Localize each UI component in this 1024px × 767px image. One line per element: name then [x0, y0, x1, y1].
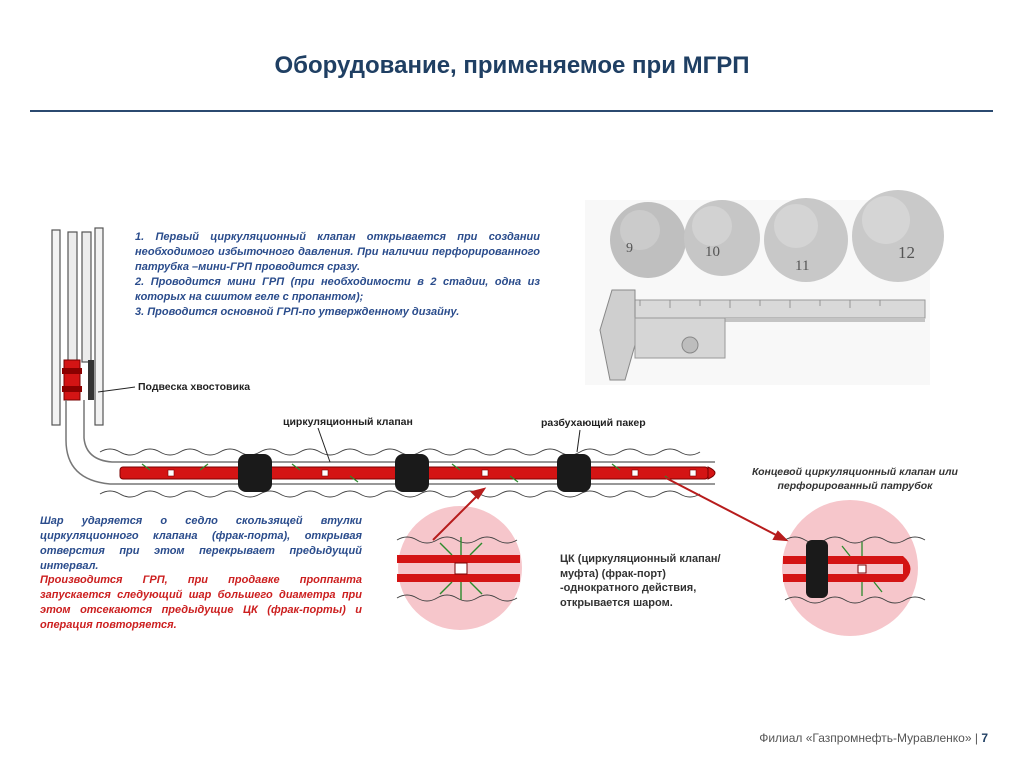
procedure-steps: 1. Первый циркуляционный клапан открывае… [135, 230, 540, 320]
ball-number-9: 9 [626, 241, 633, 256]
page-number: 7 [981, 731, 988, 745]
formation-lower [100, 491, 700, 497]
footer-company: Филиал «Газпромнефть-Муравленко» | [759, 731, 978, 745]
label-end-valve: Концевой циркуляционный клапан или перфо… [745, 465, 965, 493]
formation-upper [100, 449, 700, 455]
label-liner-hanger: Подвеска хвостовика [138, 381, 250, 393]
ball-number-11: 11 [795, 258, 809, 274]
footer: Филиал «Газпромнефть-Муравленко» | 7 [759, 731, 988, 745]
ck-description: ЦК (циркуляционный клапан/муфта) (фрак-п… [560, 552, 730, 610]
zoom-circle-end-valve [782, 500, 925, 636]
step-item: 1. Первый циркуляционный клапан открывае… [135, 230, 540, 275]
ball-number-10: 10 [705, 244, 720, 260]
zoom-circle-frac-port [395, 506, 522, 630]
liner-hanger [62, 360, 94, 400]
label-circulation-valve: циркуляционный клапан [283, 416, 413, 428]
frac-repeat-description: Производится ГРП, при продавке проппанта… [40, 573, 362, 633]
label-swell-packer: разбухающий пакер [541, 417, 646, 429]
ball-seat-description: Шар ударяется о седло скользящей втулки … [40, 514, 362, 574]
step-item: 3. Проводится основной ГРП-по утвержденн… [135, 305, 540, 320]
ball-number-12: 12 [898, 243, 915, 262]
step-item: 2. Проводится мини ГРП (при необходимост… [135, 275, 540, 305]
balls-photo: 9 10 11 12 [585, 190, 944, 385]
